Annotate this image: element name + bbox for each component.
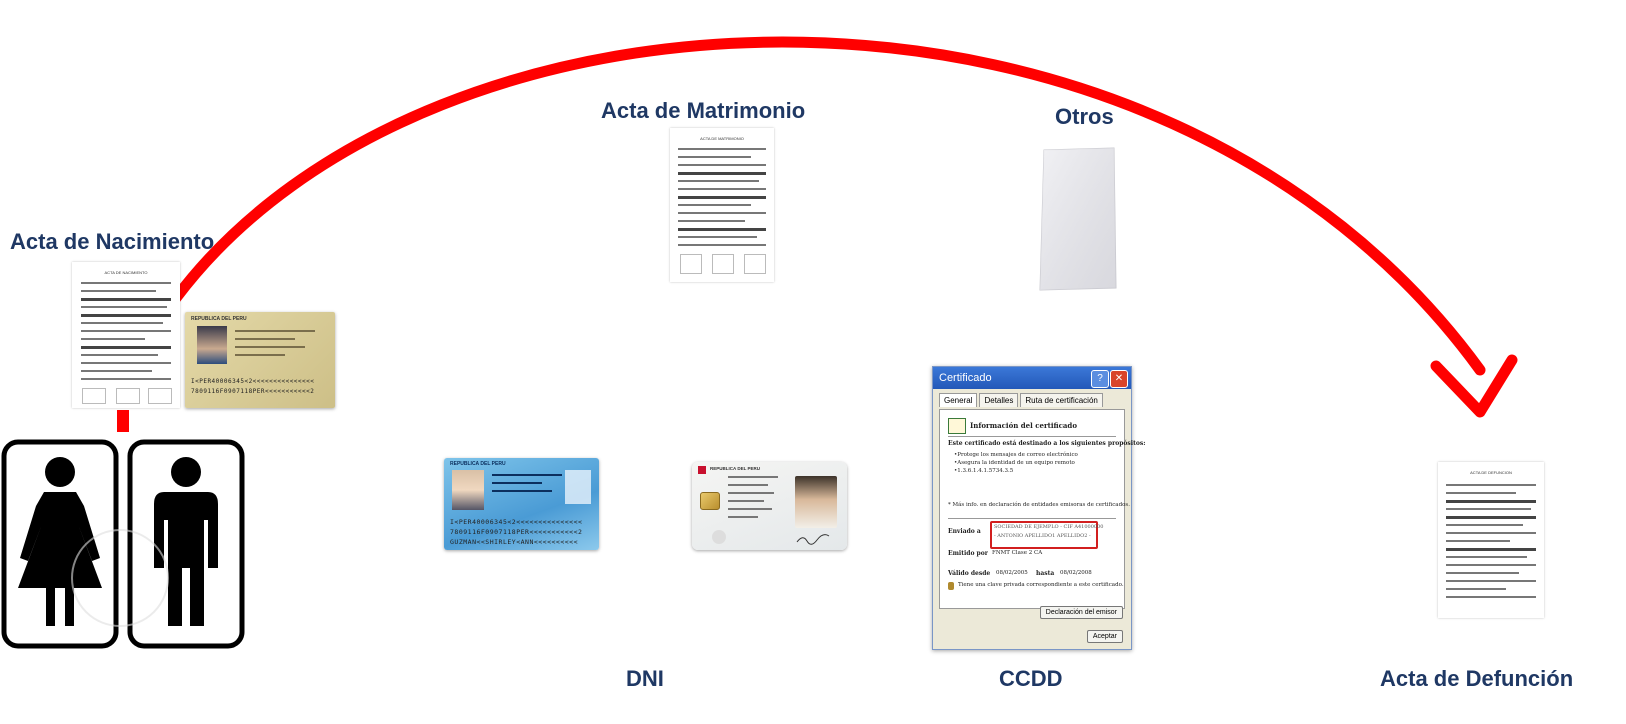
certificate-heading: Información del certificado xyxy=(970,421,1077,430)
e-dni-header: REPUBLICA DEL PERU xyxy=(710,466,761,471)
dni-electronic-card: REPUBLICA DEL PERU xyxy=(692,462,847,550)
valid-from-label: Válido desde xyxy=(948,570,991,577)
valid-from-value: 08/02/2005 xyxy=(996,570,1028,576)
woman-man-pictogram xyxy=(0,438,246,650)
label-acta-matrimonio: Acta de Matrimonio xyxy=(601,98,806,123)
tab-general[interactable]: General xyxy=(939,393,978,407)
signature-mark xyxy=(796,534,830,545)
valid-to-value: 08/02/2008 xyxy=(1060,570,1092,576)
sent-to-value-2: - ANTONIO APELLIDO1 APELLIDO2 - xyxy=(994,533,1091,539)
tab-ruta[interactable]: Ruta de certificación xyxy=(1020,393,1103,407)
label-ccdd: CCDD xyxy=(999,666,1063,691)
issuer-statement-button[interactable]: Declaración del emisor xyxy=(1039,606,1123,619)
label-acta-nacimiento: Acta de Nacimiento xyxy=(10,229,215,254)
document-title: ACTA DE NACIMIENTO xyxy=(104,270,148,275)
acta-nacimiento-document: ACTA DE NACIMIENTO xyxy=(72,262,180,408)
dni-card-blue: REPUBLICA DEL PERU I<PER40006345<2<<<<<<… xyxy=(444,458,599,550)
document-title: ACTA DE DEFUNCION xyxy=(1470,470,1512,475)
purpose-title: Este certificado está destinado a los si… xyxy=(948,440,1146,447)
e-dni-photo xyxy=(795,476,837,528)
arrow-curve xyxy=(170,36,1486,376)
issued-by-value: FNMT Clase 2 CA xyxy=(992,550,1043,556)
purpose-1: •Protege los mensajes de correo electrón… xyxy=(954,452,1078,458)
chip-icon xyxy=(700,492,720,510)
purpose-3: •1.3.6.1.4.1.5734.3.5 xyxy=(954,468,1014,474)
help-button[interactable]: ? xyxy=(1091,370,1109,388)
old-dni-header: REPUBLICA DEL PERU xyxy=(191,316,247,322)
old-dni-mrz-2: 7809116F0907118PER<<<<<<<<<<<2 xyxy=(191,388,315,395)
info-note: * Más info. en declaración de entidades … xyxy=(948,502,1130,508)
label-acta-defuncion: Acta de Defunción xyxy=(1380,666,1574,691)
key-icon xyxy=(948,582,954,590)
sent-to-label: Enviado a xyxy=(948,528,981,535)
purpose-2: •Asegura la identidad de un equipo remot… xyxy=(954,460,1075,466)
arrow-stub xyxy=(117,410,129,432)
e-dni-flag xyxy=(698,466,706,474)
acta-defuncion-document: ACTA DE DEFUNCION xyxy=(1438,462,1544,618)
dni-card-header: REPUBLICA DEL PERU xyxy=(450,461,506,467)
tab-detalles[interactable]: Detalles xyxy=(979,393,1019,407)
label-otros: Otros xyxy=(1055,104,1114,129)
dni-card-photo xyxy=(452,470,484,510)
certificate-icon xyxy=(948,418,966,434)
certificate-panel: Información del certificado Este certifi… xyxy=(939,409,1145,609)
otros-blank-sheet xyxy=(1038,146,1118,292)
old-dni-photo xyxy=(197,326,227,364)
certificate-window-title: Certificado xyxy=(939,372,992,384)
dni-mrz-3: GUZMAN<<SHIRLEY<ANN<<<<<<<<<< xyxy=(450,538,578,546)
issued-by-label: Emitido por xyxy=(948,550,988,557)
arrow-head xyxy=(1430,354,1518,418)
document-title: ACTA DE MATRIMONIO xyxy=(700,136,744,141)
dni-mrz-2: 7809116F0907118PER<<<<<<<<<<<2 xyxy=(450,528,583,536)
close-button[interactable]: ✕ xyxy=(1110,370,1128,388)
acta-matrimonio-document: ACTA DE MATRIMONIO xyxy=(670,128,774,282)
certificate-window-titlebar: Certificado ? ✕ xyxy=(933,367,1131,389)
old-dni-card: REPUBLICA DEL PERU I<PER40006345<2<<<<<<… xyxy=(185,312,335,408)
sent-to-highlight xyxy=(990,521,1098,549)
dni-mrz-1: I<PER40006345<2<<<<<<<<<<<<<<< xyxy=(450,518,583,526)
old-dni-mrz-1: I<PER40006345<2<<<<<<<<<<<<<<< xyxy=(191,378,315,385)
valid-to-label: hasta xyxy=(1036,570,1055,577)
accept-button[interactable]: Aceptar xyxy=(1086,630,1123,643)
private-key-note: Tiene una clave privada correspondiente … xyxy=(958,582,1124,588)
sent-to-value-1: SOCIEDAD DE EJEMPLO - CIF A41000000 xyxy=(994,524,1104,530)
label-dni: DNI xyxy=(626,666,664,691)
